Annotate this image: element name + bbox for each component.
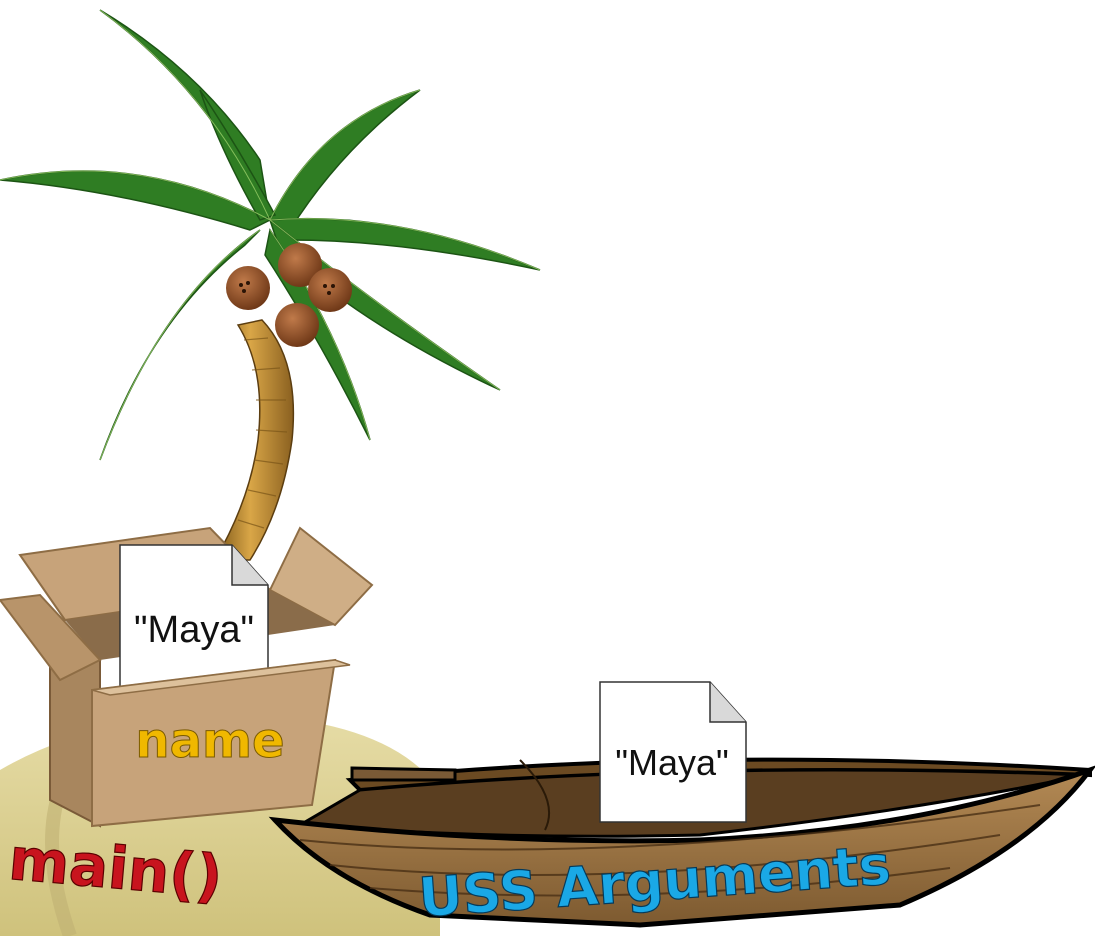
boat-note-text: "Maya"	[615, 742, 729, 783]
box-note-text: "Maya"	[134, 609, 254, 651]
box-note-document-icon	[119, 544, 269, 701]
cardboard-box-front	[0, 593, 351, 828]
boat-note-document-icon	[599, 681, 747, 823]
coconut-icon	[226, 243, 352, 347]
box-variable-label: name	[135, 713, 284, 769]
palm-tree-icon	[0, 9, 541, 561]
